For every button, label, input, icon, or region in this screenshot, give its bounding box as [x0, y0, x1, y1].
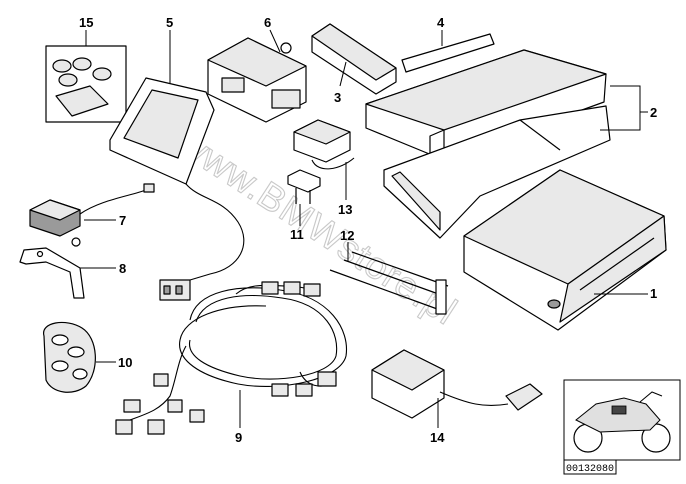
- part-1-navigation-unit[interactable]: [463, 169, 667, 331]
- part-11-fuse[interactable]: [287, 169, 321, 204]
- part-15-bag: [55, 85, 109, 117]
- part-10-port-a: [51, 334, 69, 346]
- part-9-plug-right-a: [271, 383, 289, 397]
- part-2-upper-top: [365, 49, 607, 131]
- part-2-lower-tray: [383, 105, 611, 239]
- part-9-wiring-harness[interactable]: [115, 281, 348, 435]
- part-4-foam-strip[interactable]: [401, 33, 495, 73]
- part-5-screen: [123, 89, 199, 159]
- reference-code: 00132080: [566, 464, 614, 475]
- thumbnail-highlight: [611, 405, 627, 415]
- callout-5: 5: [166, 15, 173, 30]
- part-5-cable: [185, 183, 245, 281]
- part-5-pin-a: [163, 285, 171, 295]
- thumbnail-windscreen: [639, 391, 663, 403]
- part-12-tie-c: [351, 251, 449, 287]
- motorcycle-thumbnail: [563, 379, 681, 461]
- callout-9: 9: [235, 430, 242, 445]
- part-5-connector: [159, 279, 191, 301]
- part-7-antenna[interactable]: [29, 183, 155, 237]
- callout-8: 8: [119, 261, 126, 276]
- part-9-plug-left-f: [189, 409, 205, 423]
- part-6-socket: [221, 77, 245, 93]
- leader-3: [339, 61, 347, 87]
- part-13-cable: [311, 157, 355, 170]
- part-9-plug-right-b: [295, 383, 313, 397]
- part-9-branch-left: [129, 345, 187, 421]
- part-8-hole-a: [36, 250, 44, 258]
- part-9-plug-left-c: [167, 399, 183, 413]
- part-13-relay[interactable]: [293, 119, 355, 170]
- part-2-mounting-tray[interactable]: [365, 49, 611, 239]
- part-9-plug-top-c: [303, 283, 321, 297]
- part-6-top: [207, 37, 307, 87]
- part-8-body: [19, 247, 85, 299]
- part-10-port-c: [51, 360, 69, 372]
- part-12-tie-b: [343, 259, 445, 297]
- part-3-foam-block[interactable]: [311, 23, 397, 95]
- part-1-eject-button: [547, 299, 561, 309]
- callout-12: 12: [340, 228, 354, 243]
- part-12-tie-heads: [435, 279, 447, 315]
- part-13-top: [293, 119, 351, 145]
- part-15-grommet-a: [52, 59, 72, 73]
- part-6-plug: [271, 89, 301, 109]
- part-15-grommet-d: [92, 67, 112, 81]
- callout-3: 3: [334, 90, 341, 105]
- part-1-front: [559, 215, 667, 323]
- part-14-cable: [439, 391, 509, 407]
- part-9-plug-left-d: [115, 419, 133, 435]
- part-9-loop-b: [188, 295, 338, 380]
- part-12-tie-a: [329, 269, 441, 311]
- part-14-top: [371, 349, 445, 391]
- part-10-body: [43, 321, 96, 393]
- leader-2: [600, 85, 641, 131]
- part-2-lower-flange: [391, 171, 441, 231]
- part-10-port-d: [72, 368, 88, 380]
- thumbnail-body: [575, 397, 661, 433]
- part-9-plug-left-a: [153, 373, 169, 387]
- part-9-plug-left-b: [123, 399, 141, 413]
- part-7-top: [29, 199, 81, 221]
- callout-15: 15: [79, 15, 93, 30]
- part-15-grommet-c: [58, 73, 78, 87]
- part-9-plug-right-c: [317, 371, 337, 387]
- part-12-cable-ties[interactable]: [329, 251, 449, 315]
- part-1-slot: [579, 237, 655, 291]
- callout-11: 11: [290, 227, 304, 242]
- part-9-plug-left-e: [147, 419, 165, 435]
- callout-13: 13: [338, 202, 352, 217]
- part-6-mount-eye: [280, 42, 292, 54]
- part-5-pin-b: [175, 285, 183, 295]
- part-9-plug-top-a: [261, 281, 279, 295]
- part-15-grommet-b: [72, 57, 92, 71]
- part-14-plug: [505, 383, 543, 411]
- part-5-display-unit[interactable]: [109, 77, 245, 301]
- callout-7: 7: [119, 213, 126, 228]
- part-8-hole-b: [71, 237, 81, 247]
- part-10-cable-boot[interactable]: [43, 321, 96, 393]
- part-2-brace: [519, 119, 561, 151]
- part-3-top: [311, 23, 397, 81]
- part-9-plug-top-b: [283, 281, 301, 295]
- callout-2: 2: [650, 105, 657, 120]
- callout-10: 10: [118, 355, 132, 370]
- part-14-interface-module[interactable]: [371, 349, 543, 419]
- part-11-body: [287, 169, 321, 193]
- part-8-antenna-bracket[interactable]: [19, 237, 85, 299]
- callout-14: 14: [430, 430, 445, 445]
- part-4-body: [401, 33, 495, 73]
- part-6-control-module[interactable]: [207, 37, 307, 123]
- callout-1: 1: [650, 286, 657, 301]
- part-15-grommet-set[interactable]: [45, 45, 127, 123]
- callout-4: 4: [437, 15, 445, 30]
- part-7-plug: [143, 183, 155, 193]
- part-7-cable: [79, 189, 147, 215]
- reference-code-box: [563, 459, 617, 475]
- callout-6: 6: [264, 15, 271, 30]
- leader-6: [269, 29, 281, 53]
- part-10-port-b: [67, 346, 85, 358]
